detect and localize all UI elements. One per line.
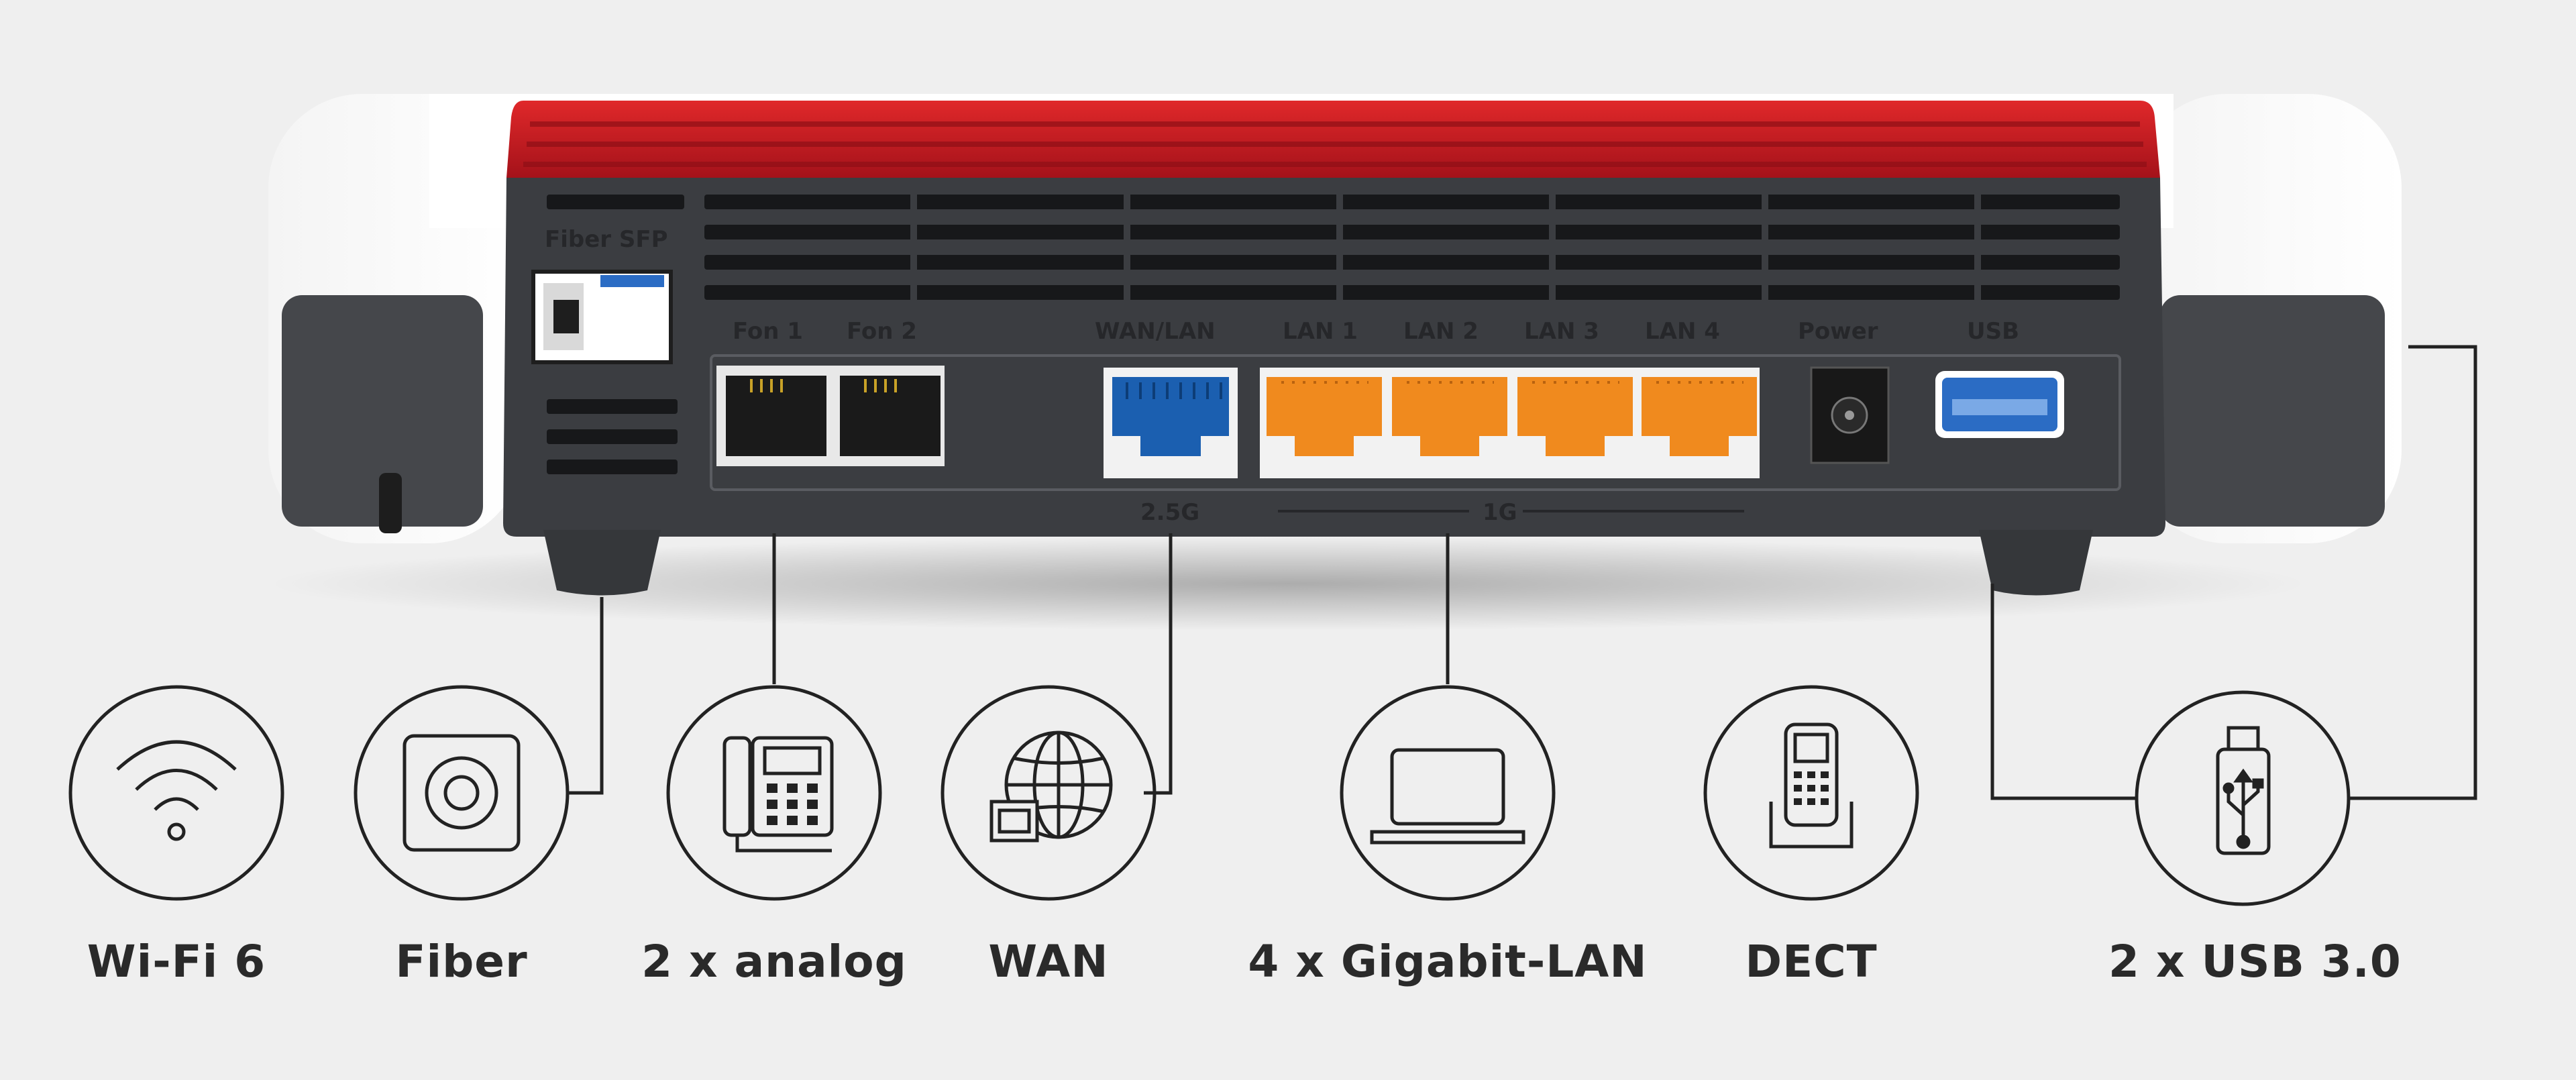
fon2-label: Fon 2 <box>847 318 917 345</box>
feature-label-gigabit-lan: 4 x Gigabit-LAN <box>1248 936 1648 987</box>
lan3-label: LAN 3 <box>1524 318 1599 345</box>
usb-port <box>1935 371 2064 438</box>
usb-stick-icon <box>2135 690 2351 906</box>
cordless-phone-icon <box>1703 685 1919 901</box>
lan4-label: LAN 4 <box>1645 318 1720 345</box>
lan1-label: LAN 1 <box>1283 318 1358 345</box>
lan-speed-label: 1G <box>1483 499 1517 526</box>
feature-label-wifi: Wi-Fi 6 <box>87 936 266 987</box>
telephone-icon <box>666 685 882 901</box>
wan-lan-label: WAN/LAN <box>1095 318 1216 345</box>
wan-speed-label: 2.5G <box>1140 499 1199 526</box>
feature-label-usb: 2 x USB 3.0 <box>2108 936 2402 987</box>
floor-shadow <box>268 537 2308 631</box>
feature-label-fiber: Fiber <box>395 936 528 987</box>
connector-lines <box>567 345 2477 800</box>
lan-ports <box>1260 368 1760 478</box>
feature-label-dect: DECT <box>1745 936 1878 987</box>
fon1-label: Fon 1 <box>733 318 803 345</box>
wan-port <box>1104 368 1238 478</box>
power-label: Power <box>1798 318 1878 345</box>
power-port <box>1810 366 1890 464</box>
fiber-sfp-port <box>531 270 673 364</box>
laptop-icon <box>1340 685 1556 901</box>
usb-label: USB <box>1967 318 2019 345</box>
globe-icon <box>941 685 1157 901</box>
fon-ports <box>716 366 945 466</box>
feature-label-analog: 2 x analog <box>641 936 907 987</box>
lan2-label: LAN 2 <box>1403 318 1479 345</box>
wifi-icon <box>68 685 284 901</box>
feature-label-wan: WAN <box>988 936 1109 987</box>
fiber-port-icon <box>354 685 570 901</box>
fiber-sfp-label: Fiber SFP <box>545 226 668 253</box>
